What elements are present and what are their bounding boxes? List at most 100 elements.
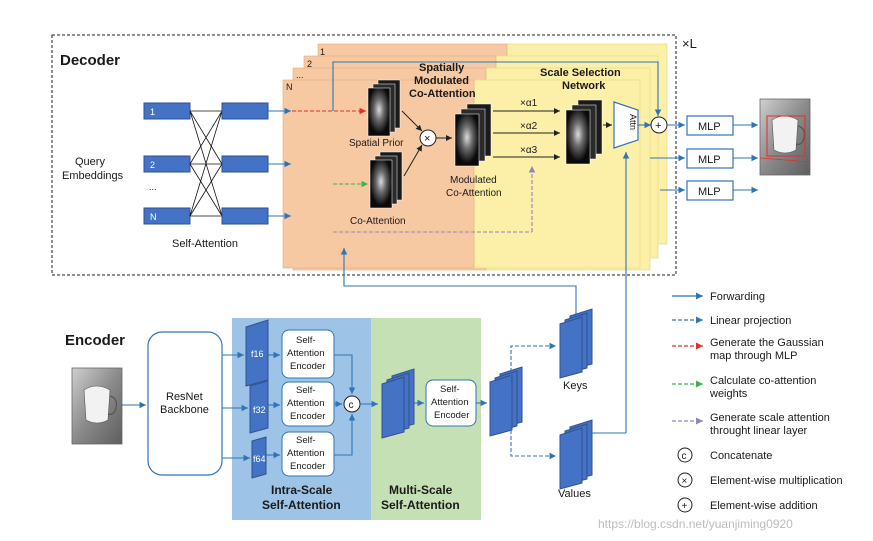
- legend-coatt-1: Calculate co-attention: [710, 375, 816, 387]
- input-image: [71, 367, 123, 445]
- keys-features: [559, 308, 593, 379]
- query-id-N: N: [150, 212, 157, 222]
- mlp-label-3: MLP: [698, 186, 721, 198]
- legend-add-icon: [677, 497, 693, 513]
- intra-encoder-3-line-1: Self-: [296, 435, 316, 446]
- intra-encoder-2-line-1: Self-: [296, 385, 316, 396]
- legend-mult-icon: [677, 472, 693, 488]
- resnet-backbone: [147, 331, 223, 476]
- output-to-keys: [510, 342, 556, 378]
- self-attention-links: [189, 110, 223, 217]
- scale-title-1: Scale Selection: [540, 67, 621, 79]
- mlp-label-2: MLP: [698, 154, 721, 166]
- legend-concat: Concatenate: [710, 450, 772, 462]
- multi-encoder-line-1: Self-: [440, 384, 460, 395]
- legend-add-symbol: +: [682, 501, 688, 512]
- sa-output-1: [221, 102, 269, 120]
- decoder-title: Decoder: [60, 52, 120, 69]
- intra-encoder-3: [281, 431, 335, 477]
- feature-maps: f16 f32 f64: [245, 319, 269, 479]
- legend-concat-icon: [677, 447, 693, 463]
- intra-scale-label-1: Intra-Scale: [271, 483, 333, 497]
- output-to-values: [510, 430, 556, 460]
- backbone-label-2: Backbone: [160, 404, 209, 416]
- modulated-maps: [454, 103, 492, 167]
- self-attention-outputs: [221, 102, 269, 225]
- intra-encoder-2-line-2: Attention: [287, 398, 325, 409]
- residual-path: [332, 61, 662, 116]
- query-embeddings-label-1: Query: [75, 156, 105, 168]
- concat-symbol: c: [349, 400, 354, 411]
- watermark: https://blog.csdn.net/yuanjiming0920: [598, 517, 793, 531]
- intra-encoder-1-line-3: Encoder: [290, 361, 325, 372]
- smca-title-2: Modulated: [414, 75, 469, 87]
- intra-encoder-1-line-2: Attention: [287, 348, 325, 359]
- sa-output-2: [221, 155, 269, 173]
- legend-gaussian-1: Generate the Gaussian: [710, 337, 824, 349]
- repeat-label: ×L: [682, 36, 697, 51]
- stack-label-N: N: [286, 82, 293, 92]
- query-id-ellipsis: ...: [149, 182, 157, 192]
- mlp-heads: MLP MLP MLP: [686, 115, 734, 201]
- query-tokens: 1 2 ... N: [143, 102, 191, 225]
- backbone-label-1: ResNet: [166, 391, 203, 403]
- legend-mult: Element-wise multiplication: [710, 475, 843, 487]
- legend-concat-symbol: c: [682, 451, 687, 462]
- legend-coatt-2: weights: [709, 388, 748, 400]
- multi-encoder-line-3: Encoder: [434, 410, 469, 421]
- intra-encoder-1: [281, 329, 335, 379]
- encoder-3-to-concat: [334, 414, 356, 456]
- alpha-label-3: ×α3: [520, 145, 538, 156]
- co-attention-maps: [369, 151, 403, 209]
- multiscale-features: [381, 368, 415, 439]
- feature-f32: [249, 380, 269, 434]
- feature-f16: [245, 319, 269, 387]
- attn-block: [613, 101, 639, 149]
- multiply-symbol: ×: [424, 133, 430, 145]
- smca-title-1: Spatially: [419, 62, 465, 74]
- intra-encoder-3-line-3: Encoder: [290, 461, 325, 472]
- feature-label-f32: f32: [253, 405, 266, 415]
- legend-forwarding: Forwarding: [710, 291, 765, 303]
- query-id-2: 2: [150, 160, 155, 170]
- attn-label: Attn: [628, 114, 638, 130]
- feature-label-f16: f16: [251, 349, 264, 359]
- encoder-title: Encoder: [65, 332, 125, 349]
- modulated-label-1: Modulated: [450, 175, 497, 186]
- decoder-frame: [51, 34, 677, 276]
- alpha-label-2: ×α2: [520, 121, 538, 132]
- modulated-label-2: Co-Attention: [446, 188, 502, 199]
- feature-label-f64: f64: [253, 454, 266, 464]
- keys-to-decoder: [340, 248, 577, 318]
- add-symbol: +: [655, 120, 661, 132]
- values-features: [559, 419, 593, 490]
- query-embeddings-label-2: Embeddings: [62, 170, 124, 182]
- stack-label-3: ...: [296, 70, 304, 80]
- multi-scale-label-1: Multi-Scale: [389, 483, 453, 497]
- intra-scale-label-2: Self-Attention: [262, 498, 341, 512]
- intra-encoder-1-line-1: Self-: [296, 335, 316, 346]
- multi-encoder-line-2: Attention: [431, 397, 469, 408]
- scale-selected-maps: [565, 99, 603, 165]
- coatt-to-multiply: [403, 144, 423, 177]
- encoder-1-to-concat: [334, 354, 356, 394]
- values-label: Values: [558, 488, 591, 500]
- legend-gaussian-2: map through MLP: [710, 350, 797, 362]
- legend: Forwarding Linear projection Generate th…: [672, 291, 843, 513]
- multi-scale-label-2: Self-Attention: [381, 498, 460, 512]
- intra-encoders: Self- Attention Encoder Self- Attention …: [281, 329, 335, 477]
- sa-output-N: [221, 207, 269, 225]
- legend-scale-1: Generate scale attention: [710, 412, 830, 424]
- spatial-prior-label: Spatial Prior: [349, 138, 404, 149]
- spatial-prior-maps: [367, 79, 401, 137]
- intra-encoder-2-line-3: Encoder: [290, 411, 325, 422]
- feature-f64: [251, 436, 267, 479]
- keys-label: Keys: [563, 380, 588, 392]
- intra-encoder-3-line-2: Attention: [287, 448, 325, 459]
- smca-title-3: Co-Attention: [409, 88, 476, 100]
- legend-scale-2: throught linear layer: [710, 425, 808, 437]
- stack-label-2: 2: [307, 59, 312, 69]
- scale-title-2: Network: [562, 80, 606, 92]
